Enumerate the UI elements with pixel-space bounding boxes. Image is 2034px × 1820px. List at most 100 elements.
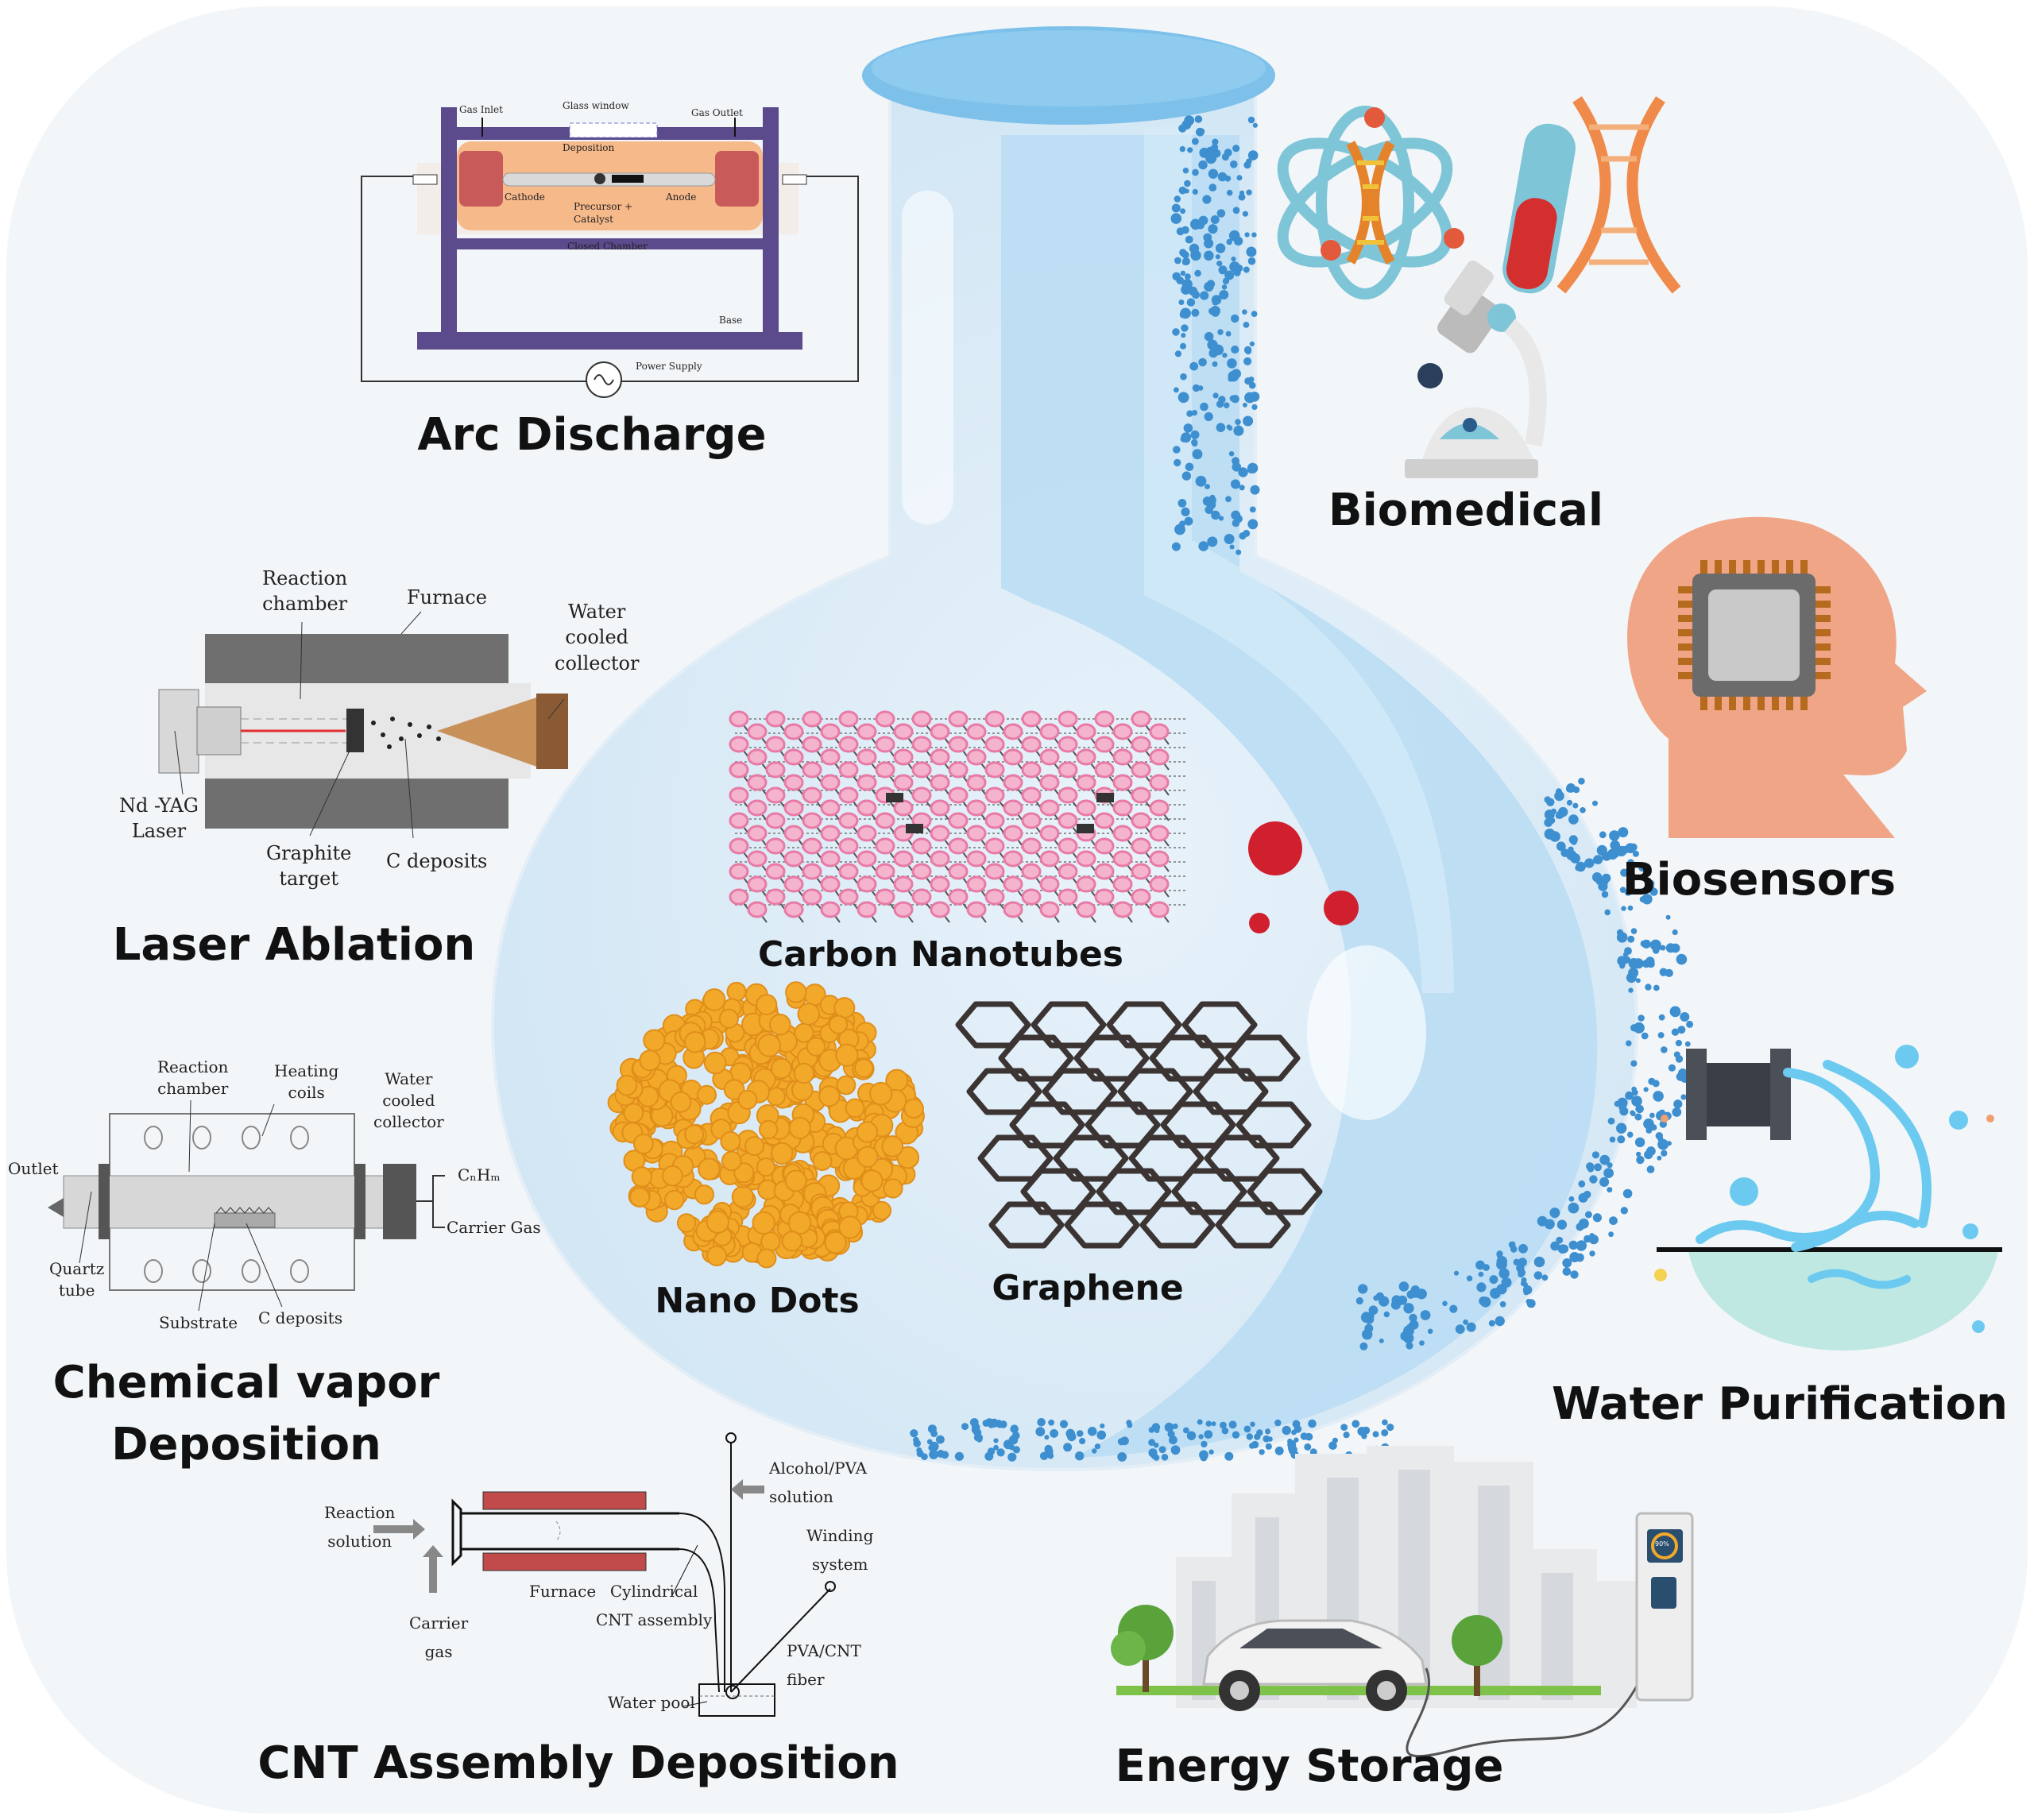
stream-dot [1607, 1187, 1613, 1193]
stream-dot [1211, 295, 1222, 305]
nanotube-atom [729, 863, 749, 880]
stream-dot [1521, 1277, 1527, 1283]
nanotube-atom [1112, 774, 1133, 791]
nanotube-atom [1076, 875, 1096, 893]
stream-dot [1640, 940, 1647, 948]
stream-dot [1243, 266, 1250, 273]
nanotube-atom [930, 799, 950, 817]
stream-dot [1420, 1310, 1431, 1320]
nanotube-atom [948, 888, 969, 906]
nanotube-atom [966, 748, 987, 766]
stream-dot [1549, 831, 1560, 842]
nanotube-atom [765, 786, 786, 804]
stream-dot [1172, 1423, 1178, 1429]
nano-dot [697, 1084, 717, 1105]
stream-dot [1212, 392, 1219, 399]
stream-dot [1556, 788, 1562, 795]
stream-dot [1209, 308, 1217, 315]
nanotube-atom [1003, 875, 1023, 893]
stream-dot [1607, 1117, 1615, 1125]
stream-dot [1518, 1258, 1527, 1267]
stream-dot [1180, 270, 1186, 276]
stream-dot [1211, 145, 1217, 151]
stream-dot [1598, 881, 1608, 891]
nanotube-atom [1112, 875, 1133, 893]
carbon-nanotubes-label: Carbon Nanotubes [757, 934, 1124, 975]
stream-dot [1224, 1451, 1234, 1461]
stream-dot [1148, 1439, 1155, 1447]
stream-dot [1190, 430, 1200, 439]
nanotube-atom [1039, 774, 1060, 791]
nanotube-atom [1149, 875, 1170, 893]
nanotube-atom [802, 786, 822, 804]
nanotube-atom [1131, 888, 1151, 906]
stream-dot [1670, 943, 1680, 953]
stream-dot [1589, 1175, 1598, 1184]
graphene-hexagon [1128, 1134, 1205, 1182]
stream-dot [1192, 137, 1199, 145]
stream-dot [1626, 972, 1637, 983]
nanotube-atom [893, 774, 914, 791]
stream-dot [1215, 254, 1220, 260]
stream-dot [936, 1436, 943, 1443]
stream-dot [1650, 1124, 1657, 1131]
stream-dot [1039, 1451, 1049, 1461]
biosensors-title: Biosensors [1622, 854, 1897, 906]
stream-dot [1383, 1311, 1390, 1318]
stream-dot [1386, 1424, 1394, 1432]
nanotube-atom [1112, 850, 1133, 867]
tree-right [1452, 1615, 1502, 1696]
stream-dot [1169, 1436, 1177, 1445]
stream-dot [1400, 1331, 1410, 1341]
stream-dot [1409, 1313, 1417, 1323]
stream-dot [993, 1444, 999, 1451]
nanotube-atom [948, 812, 969, 829]
stream-dot [1419, 1340, 1425, 1346]
stream-dot [1233, 425, 1244, 436]
stream-dot [1238, 193, 1246, 201]
nanotube-atom [948, 710, 969, 728]
stream-dot [1204, 1430, 1213, 1439]
stream-dot [1463, 1319, 1468, 1325]
stream-dot [1239, 532, 1247, 540]
stream-dot [1179, 520, 1185, 527]
stream-dot [1181, 324, 1189, 332]
stream-dot [1243, 322, 1250, 328]
stream-dot [1636, 1151, 1642, 1157]
nanotube-atom [857, 875, 877, 893]
nano-dot [706, 1210, 729, 1234]
nano-dot [632, 1133, 654, 1154]
nanotube-atom [984, 837, 1005, 855]
graphene-hexagon [1215, 1201, 1291, 1249]
stream-dot [1653, 984, 1660, 991]
stream-dot [1661, 1150, 1668, 1157]
nano-dot [788, 1116, 811, 1140]
nanotube-atom [820, 799, 841, 817]
stream-dot [1599, 1154, 1611, 1165]
stream-dot [1305, 1434, 1312, 1440]
stream-dot [1625, 1189, 1632, 1196]
stream-dot [1247, 257, 1256, 265]
stream-dot [1609, 830, 1620, 841]
stream-dot [1208, 348, 1218, 358]
stream-dot [1249, 506, 1256, 513]
stream-dot [1549, 1208, 1560, 1219]
stream-dot [1242, 211, 1248, 217]
nanotube-atom [857, 901, 877, 918]
stream-dot [1568, 1240, 1578, 1250]
stream-dot [1533, 1271, 1543, 1280]
stream-dot [1181, 226, 1189, 234]
nano-dot [856, 1121, 879, 1143]
stream-dot [1246, 158, 1252, 164]
stream-dot [1636, 1155, 1645, 1165]
stream-dot [1094, 1443, 1100, 1450]
nanotube-atom [1131, 761, 1151, 779]
nanotube-atom [930, 825, 950, 842]
stream-dot [1218, 396, 1226, 404]
nanotube-atom [1021, 736, 1042, 753]
stream-dot [1406, 1290, 1416, 1299]
nanotube-atom [838, 736, 859, 753]
nanotube-atom [802, 888, 822, 906]
stream-dot [1578, 1192, 1588, 1203]
